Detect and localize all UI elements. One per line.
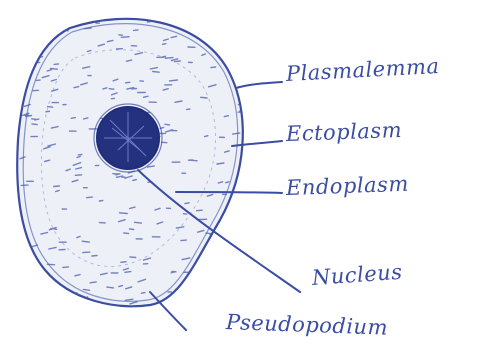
granule-mark — [121, 37, 129, 38]
granule-mark — [63, 299, 67, 300]
granule-mark — [213, 296, 218, 297]
granule-mark — [185, 203, 189, 204]
granule-mark — [54, 64, 58, 65]
granule-mark — [248, 141, 256, 142]
granule-mark — [233, 133, 240, 134]
granule-mark — [217, 163, 224, 164]
granule-mark — [130, 257, 136, 258]
granule-mark — [224, 27, 230, 29]
granule-mark — [92, 256, 97, 257]
granule-mark — [109, 89, 114, 90]
granule-mark — [75, 175, 81, 176]
granule-mark — [21, 302, 27, 303]
granule-mark — [129, 229, 133, 230]
granule-mark — [166, 58, 174, 59]
granule-mark — [46, 111, 50, 112]
granule-mark — [88, 309, 91, 310]
granule-mark — [173, 15, 178, 16]
granule-mark — [223, 52, 226, 53]
granule-mark — [63, 267, 69, 268]
granule-mark — [38, 274, 41, 275]
granule-mark — [165, 124, 170, 125]
granule-mark — [135, 222, 142, 223]
granule-mark — [77, 157, 80, 158]
granule-mark — [38, 46, 42, 47]
granule-mark — [241, 194, 246, 195]
granule-mark — [153, 72, 160, 73]
granule-mark — [211, 304, 218, 306]
granule-mark — [175, 61, 181, 62]
granule-mark — [107, 287, 114, 288]
granule-mark — [50, 68, 57, 69]
granule-mark — [170, 80, 178, 81]
granule-mark — [244, 66, 247, 67]
label-ectoplasm: Ectoplasm — [286, 118, 403, 146]
granule-mark — [125, 272, 131, 273]
granule-mark — [211, 67, 216, 68]
granule-mark — [226, 182, 229, 183]
granule-mark — [243, 278, 247, 279]
granule-mark — [244, 98, 248, 99]
granule-mark — [51, 229, 57, 230]
granule-mark — [197, 210, 203, 211]
granule-mark — [239, 237, 243, 238]
granule-mark — [242, 249, 249, 251]
granule-mark — [134, 30, 138, 31]
granule-mark — [90, 282, 96, 283]
leader-plasmalemma — [236, 82, 282, 88]
granule-mark — [58, 16, 65, 17]
granule-mark — [182, 19, 186, 20]
granule-mark — [244, 37, 251, 39]
granule-mark — [205, 136, 208, 137]
granule-mark — [202, 21, 207, 22]
granule-mark — [148, 21, 153, 22]
granule-mark — [32, 119, 37, 120]
granule-mark — [99, 201, 102, 202]
granule-mark — [87, 51, 91, 52]
granule-mark — [241, 166, 244, 167]
granule-mark — [171, 17, 174, 18]
granule-mark — [83, 289, 89, 290]
granule-mark — [71, 118, 75, 119]
granule-mark — [142, 293, 145, 294]
granule-mark — [163, 56, 166, 57]
granule-mark — [51, 19, 58, 20]
granule-mark — [54, 186, 60, 187]
label-endoplasm: Endoplasm — [286, 172, 410, 200]
granule-mark — [84, 28, 91, 29]
granule-mark — [87, 197, 93, 198]
leader-endoplasm — [176, 192, 282, 193]
granule-mark — [229, 236, 233, 237]
granule-mark — [32, 124, 37, 125]
granule-mark — [59, 305, 64, 306]
granule-mark — [120, 213, 128, 214]
granule-mark — [201, 97, 207, 98]
granule-mark — [224, 295, 229, 296]
granule-mark — [245, 304, 249, 305]
granule-mark — [119, 286, 123, 287]
granule-mark — [163, 44, 166, 45]
granule-mark — [59, 25, 62, 26]
granule-mark — [48, 107, 53, 108]
granule-mark — [189, 160, 197, 161]
granule-mark — [121, 262, 126, 263]
granule-mark — [245, 123, 252, 124]
granule-mark — [82, 241, 89, 242]
granule-mark — [126, 82, 130, 83]
granule-mark — [181, 240, 186, 241]
granule-mark — [124, 233, 129, 234]
granule-mark — [241, 46, 246, 47]
granule-mark — [239, 15, 244, 16]
granule-mark — [224, 116, 228, 117]
granule-mark — [83, 252, 90, 253]
granule-mark — [133, 180, 137, 181]
